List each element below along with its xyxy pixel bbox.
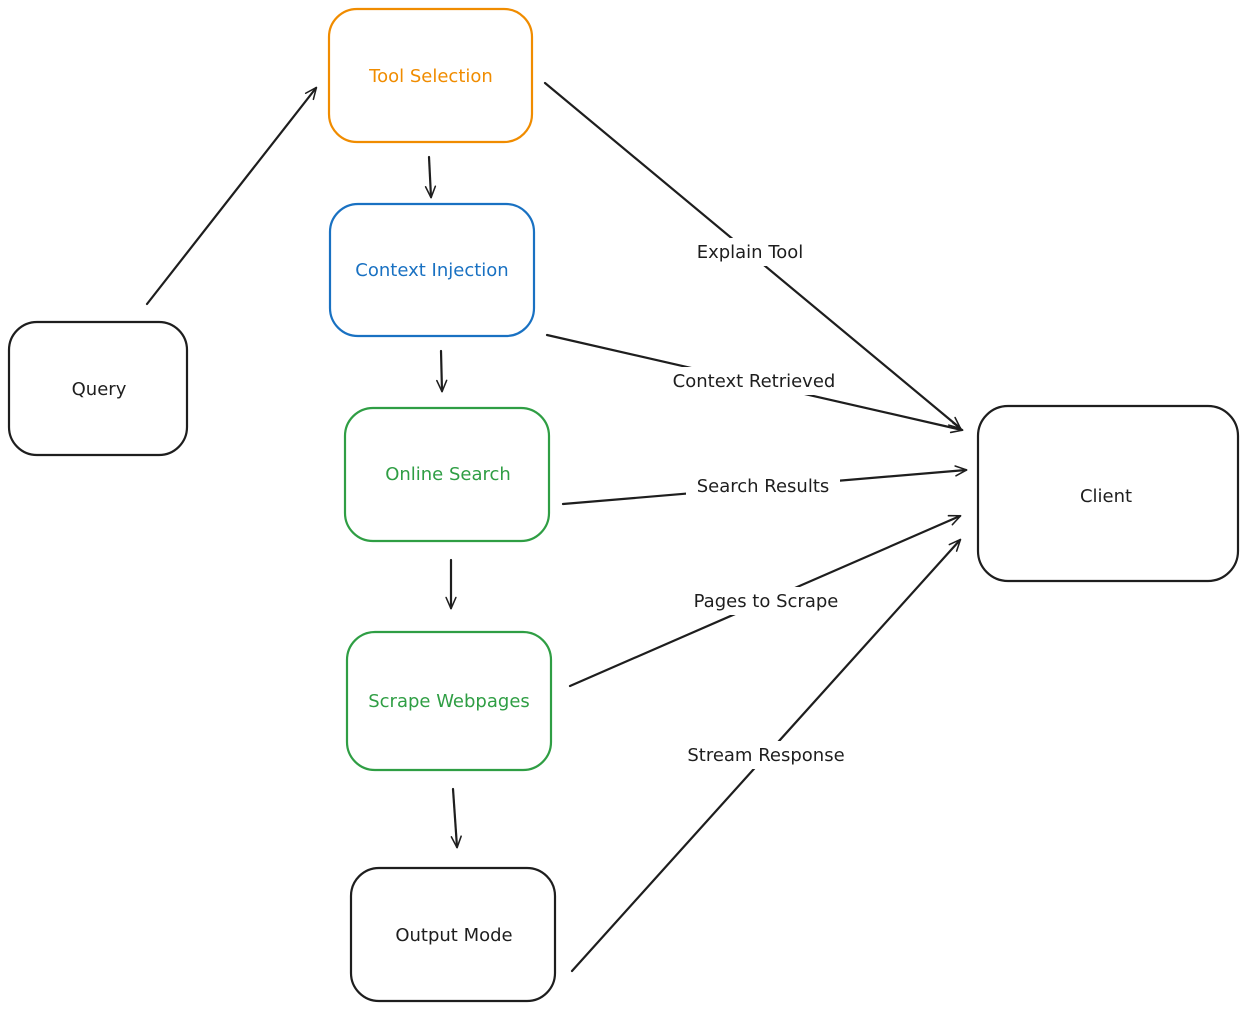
- node-online-search: Online Search: [343, 406, 551, 543]
- edge-scrape-webpages-to-output-mode: [450, 787, 462, 849]
- edge-labels: Explain Tool Context Retrieved Search Re…: [660, 238, 854, 769]
- edge-label-explain-tool: Explain Tool: [697, 242, 804, 263]
- node-output-mode-label: Output Mode: [395, 925, 512, 946]
- edge-label-pages-to-scrape: Pages to Scrape: [694, 591, 839, 612]
- node-query-label: Query: [72, 379, 127, 400]
- node-output-mode: Output Mode: [349, 866, 557, 1003]
- node-query: Query: [7, 320, 189, 457]
- node-context-injection-label: Context Injection: [355, 260, 508, 281]
- node-client-label: Client: [1080, 486, 1132, 507]
- node-scrape-webpages-label: Scrape Webpages: [368, 691, 530, 712]
- edge-label-context-retrieved: Context Retrieved: [673, 371, 836, 392]
- node-context-injection: Context Injection: [328, 202, 536, 338]
- node-tool-selection: Tool Selection: [327, 7, 534, 144]
- edge-label-search-results: Search Results: [697, 476, 830, 497]
- edges: [145, 81, 968, 973]
- edge-tool-selection-to-context-injection: [424, 155, 437, 199]
- edge-query-to-tool-selection: [145, 86, 318, 306]
- node-online-search-label: Online Search: [385, 464, 511, 485]
- node-client: Client: [976, 404, 1240, 583]
- node-scrape-webpages: Scrape Webpages: [345, 630, 553, 772]
- edge-label-stream-response: Stream Response: [687, 745, 844, 766]
- edge-context-injection-to-online-search: [436, 349, 448, 393]
- node-tool-selection-label: Tool Selection: [368, 66, 493, 87]
